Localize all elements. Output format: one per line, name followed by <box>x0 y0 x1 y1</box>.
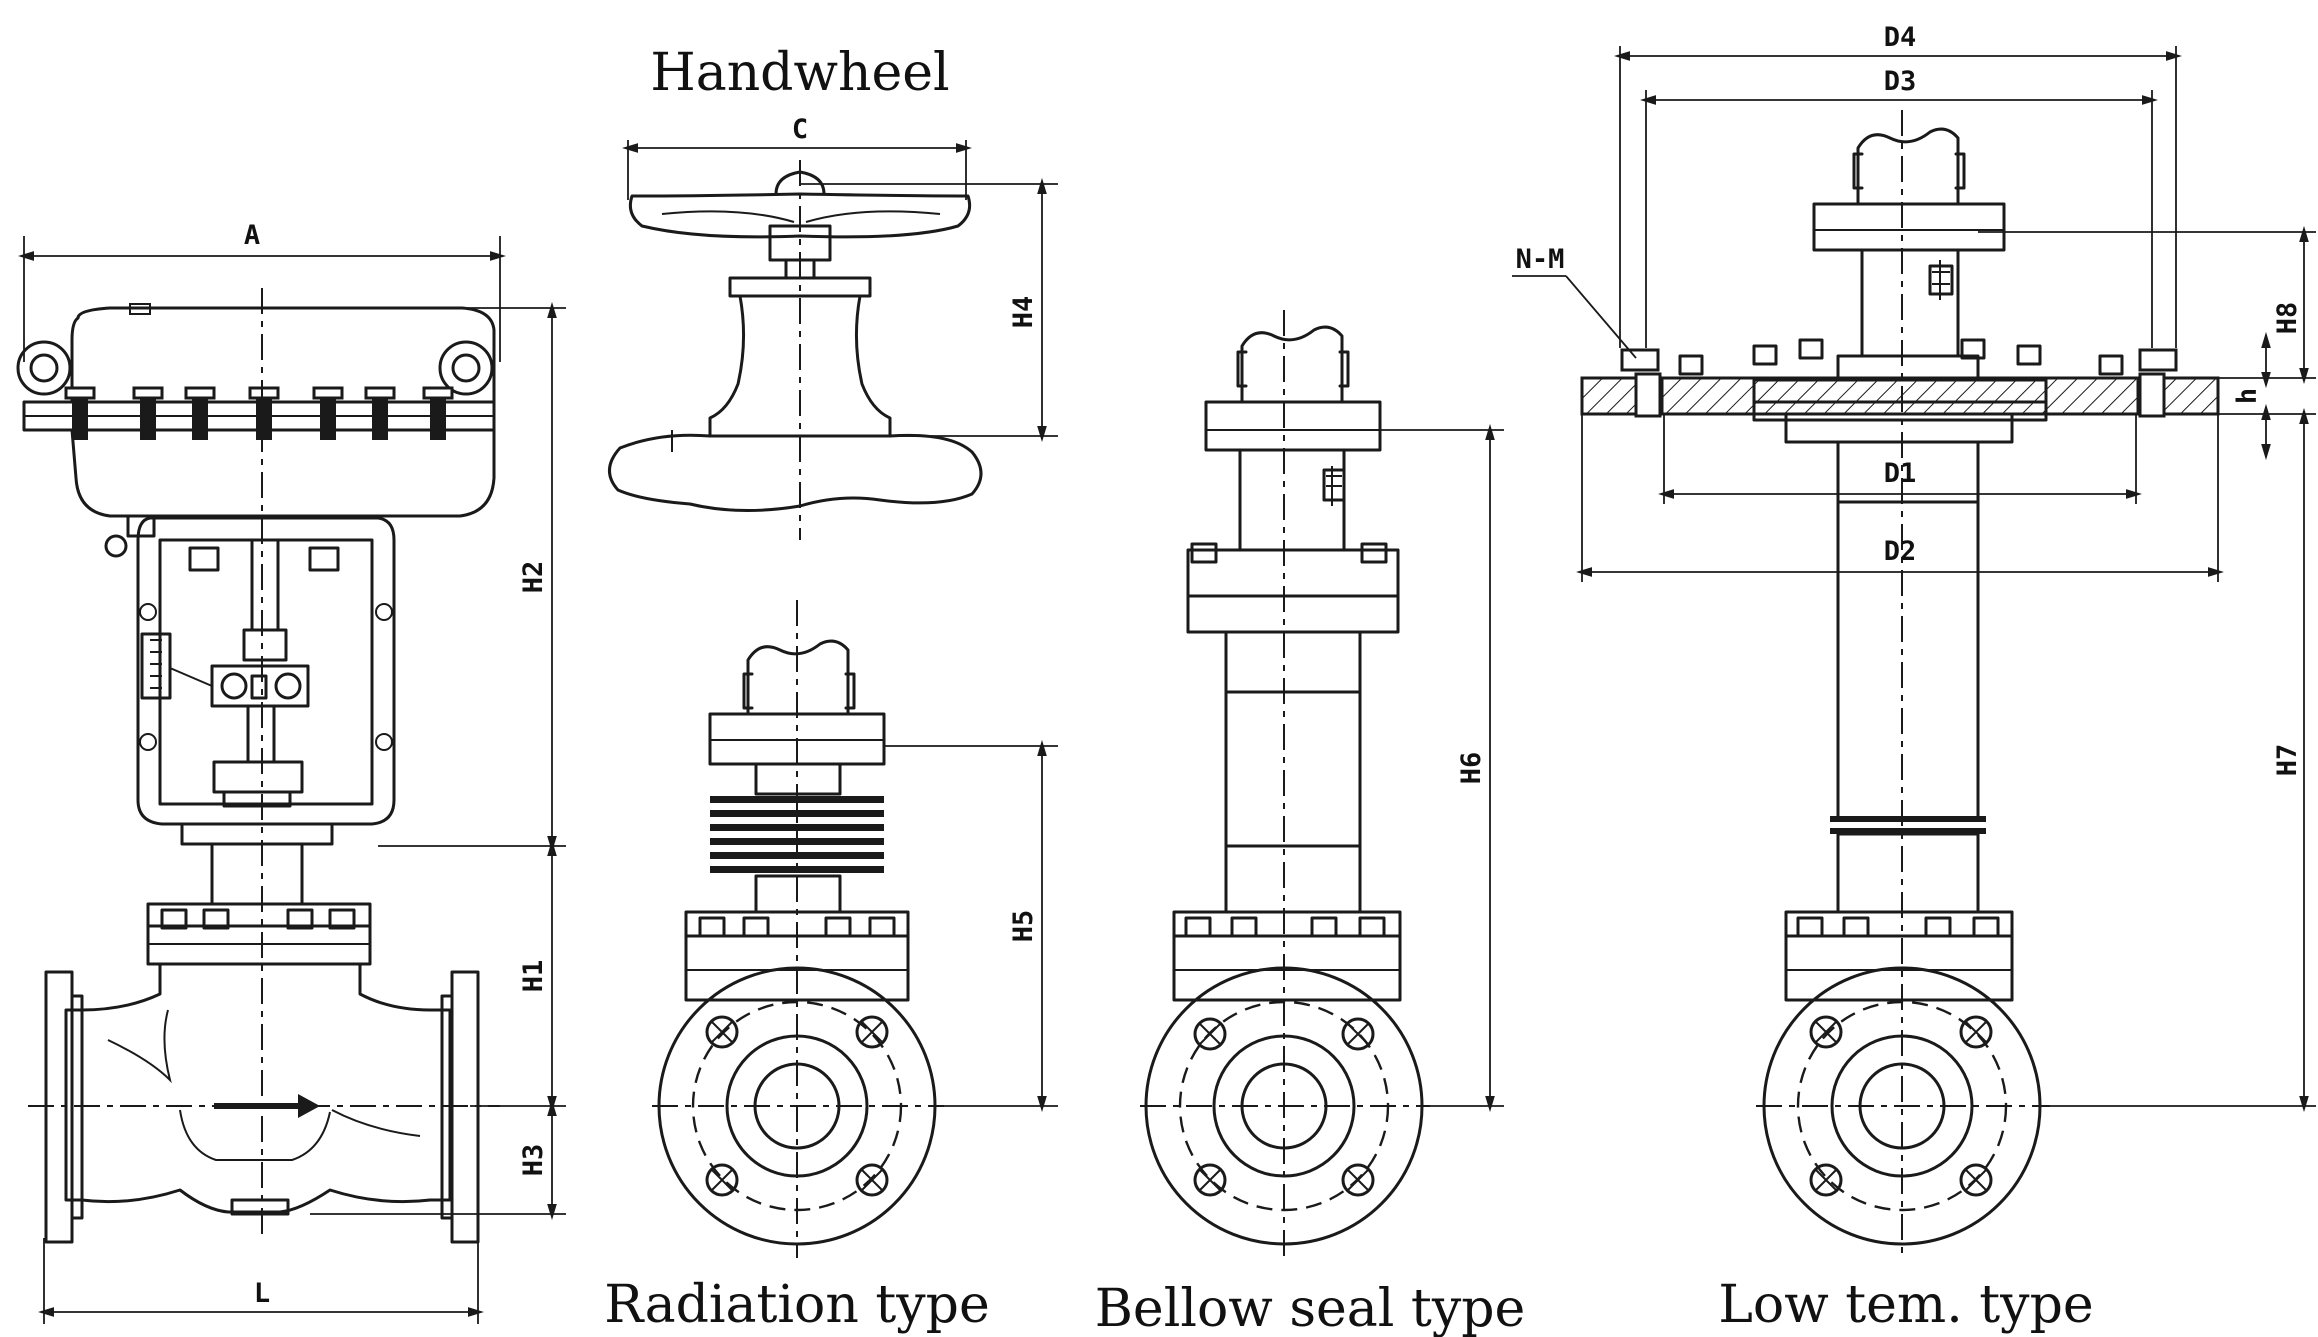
bellow-flange-bolt-holes <box>1193 1017 1375 1197</box>
casing-bolts <box>64 386 454 440</box>
dim-label-D4: D4 <box>1884 22 1917 53</box>
bellow-seal-type-view: Bellow seal type <box>1095 310 1526 1337</box>
caption-bellow-seal-type: Bellow seal type <box>1095 1279 1526 1337</box>
dim-label-D2: D2 <box>1884 536 1917 567</box>
dimensions-view-1: A L H2 H1 H3 <box>17 220 566 1324</box>
dim-label-D1: D1 <box>1884 458 1917 489</box>
dim-label-N-M: N-M <box>1516 244 1565 275</box>
dim-label-H8: H8 <box>2272 302 2303 335</box>
lifting-eye-right <box>438 340 494 396</box>
dim-label-H5: H5 <box>1008 910 1039 943</box>
dim-label-H6: H6 <box>1456 752 1487 785</box>
bonnet-nuts <box>160 908 356 930</box>
handwheel-view: Handwheel <box>608 43 983 540</box>
low-tem-bonnet-nuts <box>1796 916 2000 938</box>
caption-radiation-type: Radiation type <box>604 1275 989 1335</box>
dim-label-D3: D3 <box>1884 66 1917 97</box>
dim-label-H1: H1 <box>518 960 549 993</box>
radiation-bonnet-nuts <box>698 916 896 938</box>
low-temperature-type-view: Low tem. type <box>1580 110 2220 1335</box>
dim-label-H2: H2 <box>518 561 549 594</box>
dim-label-h: h <box>2232 388 2263 404</box>
radiation-type-view: Radiation type <box>604 600 990 1335</box>
dim-label-H7: H7 <box>2272 744 2303 777</box>
dim-label-L: L <box>254 1278 270 1309</box>
radiation-flange-bolt-holes <box>705 1015 889 1197</box>
lifting-eye-left <box>16 340 72 396</box>
dim-label-A: A <box>244 220 260 251</box>
caption-low-tem-type: Low tem. type <box>1718 1275 2093 1335</box>
low-tem-flange-bolt-holes <box>1809 1015 1993 1197</box>
dimensions-view-2: C H4 <box>621 114 1058 443</box>
dim-label-H4: H4 <box>1008 296 1039 329</box>
dim-label-C: C <box>792 114 808 145</box>
main-valve-view <box>16 288 500 1244</box>
dimensions-view-3: H5 <box>884 739 1058 1113</box>
dimensions-view-5: D4 D3 D1 D2 N-M H8 h H7 <box>1512 22 2316 1113</box>
bellow-bonnet-nuts <box>1184 916 1386 938</box>
bellow-upper-nuts <box>1190 542 1388 564</box>
caption-handwheel: Handwheel <box>650 43 949 103</box>
dim-label-H3: H3 <box>518 1144 549 1177</box>
dimensions-view-4: H6 <box>1380 423 1504 1113</box>
low-tem-cover-nuts <box>1678 338 2124 376</box>
